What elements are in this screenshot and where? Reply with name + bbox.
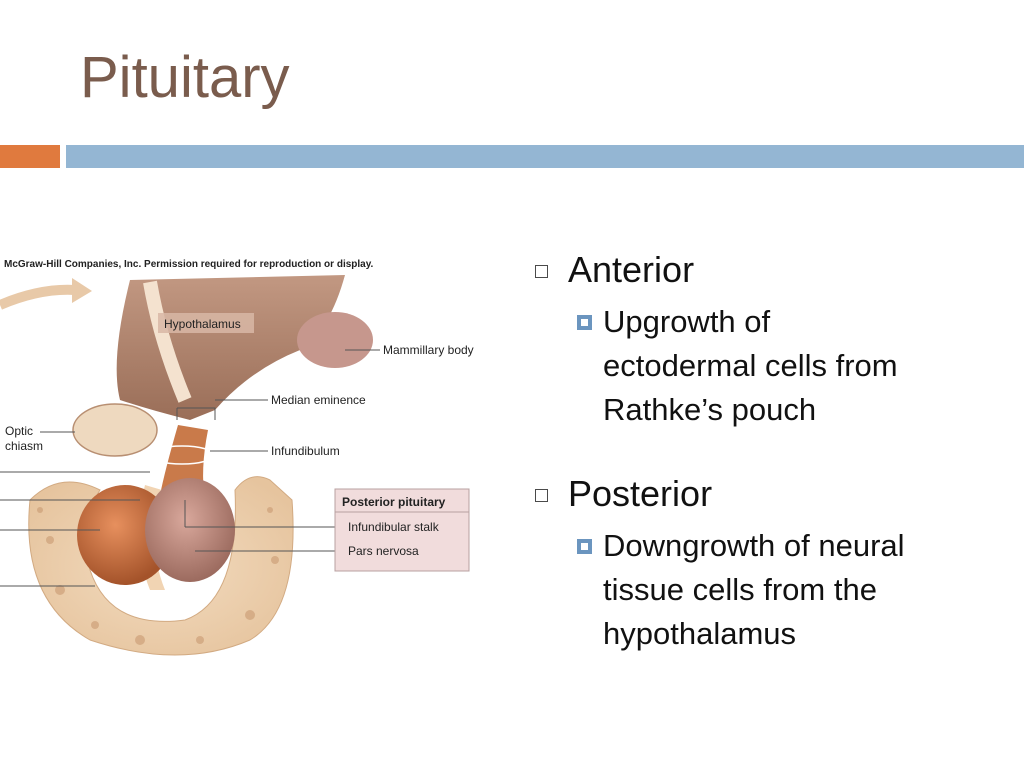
arrow-icon: [0, 284, 76, 310]
accent-bar: [0, 145, 60, 168]
bullet-box-icon: [535, 489, 548, 502]
bullet-heading: Anterior: [568, 249, 695, 290]
sub-bullet-icon: [577, 539, 592, 554]
label-median-eminence: Median eminence: [271, 393, 366, 407]
sub-bullet-line: tissue cells from the: [603, 572, 877, 607]
bullet-anterior: Anterior Upgrowth of ectodermal cells fr…: [533, 248, 1003, 432]
bullet-box-icon: [535, 265, 548, 278]
figure-copyright: McGraw-Hill Companies, Inc. Permission r…: [4, 259, 374, 270]
label-infundibular-stalk: Infundibular stalk: [348, 520, 440, 534]
label-posterior-pituitary: Posterior pituitary: [342, 495, 446, 509]
sub-bullet-line: Downgrowth of neural: [603, 528, 905, 563]
label-infundibulum: Infundibulum: [271, 444, 340, 458]
sub-bullet-line: ectodermal cells from: [603, 348, 898, 383]
posterior-lobe: [145, 478, 235, 582]
label-mammillary-body: Mammillary body: [383, 343, 474, 357]
bullet-posterior: Posterior Downgrowth of neural tissue ce…: [533, 472, 1003, 656]
sub-bullet-line: hypothalamus: [603, 616, 797, 651]
label-optic: Optic: [5, 424, 33, 438]
pituitary-figure: Hypothalamus Mammillary body Median emin…: [0, 275, 474, 656]
sub-bullet-icon: [577, 315, 592, 330]
mammillary-body: [297, 312, 373, 368]
slide-title: Pituitary: [80, 45, 290, 110]
label-pars-nervosa: Pars nervosa: [348, 544, 419, 558]
sub-bullet-line: Upgrowth of: [603, 304, 771, 339]
header-bar: [66, 145, 1024, 168]
sub-bullet-line: Rathke’s pouch: [603, 392, 817, 427]
optic-chiasm: [72, 403, 158, 457]
label-chiasm: chiasm: [5, 439, 43, 453]
bullet-heading: Posterior: [568, 473, 713, 514]
bullet-list: Anterior Upgrowth of ectodermal cells fr…: [533, 248, 1003, 656]
label-hypothalamus: Hypothalamus: [164, 317, 241, 331]
